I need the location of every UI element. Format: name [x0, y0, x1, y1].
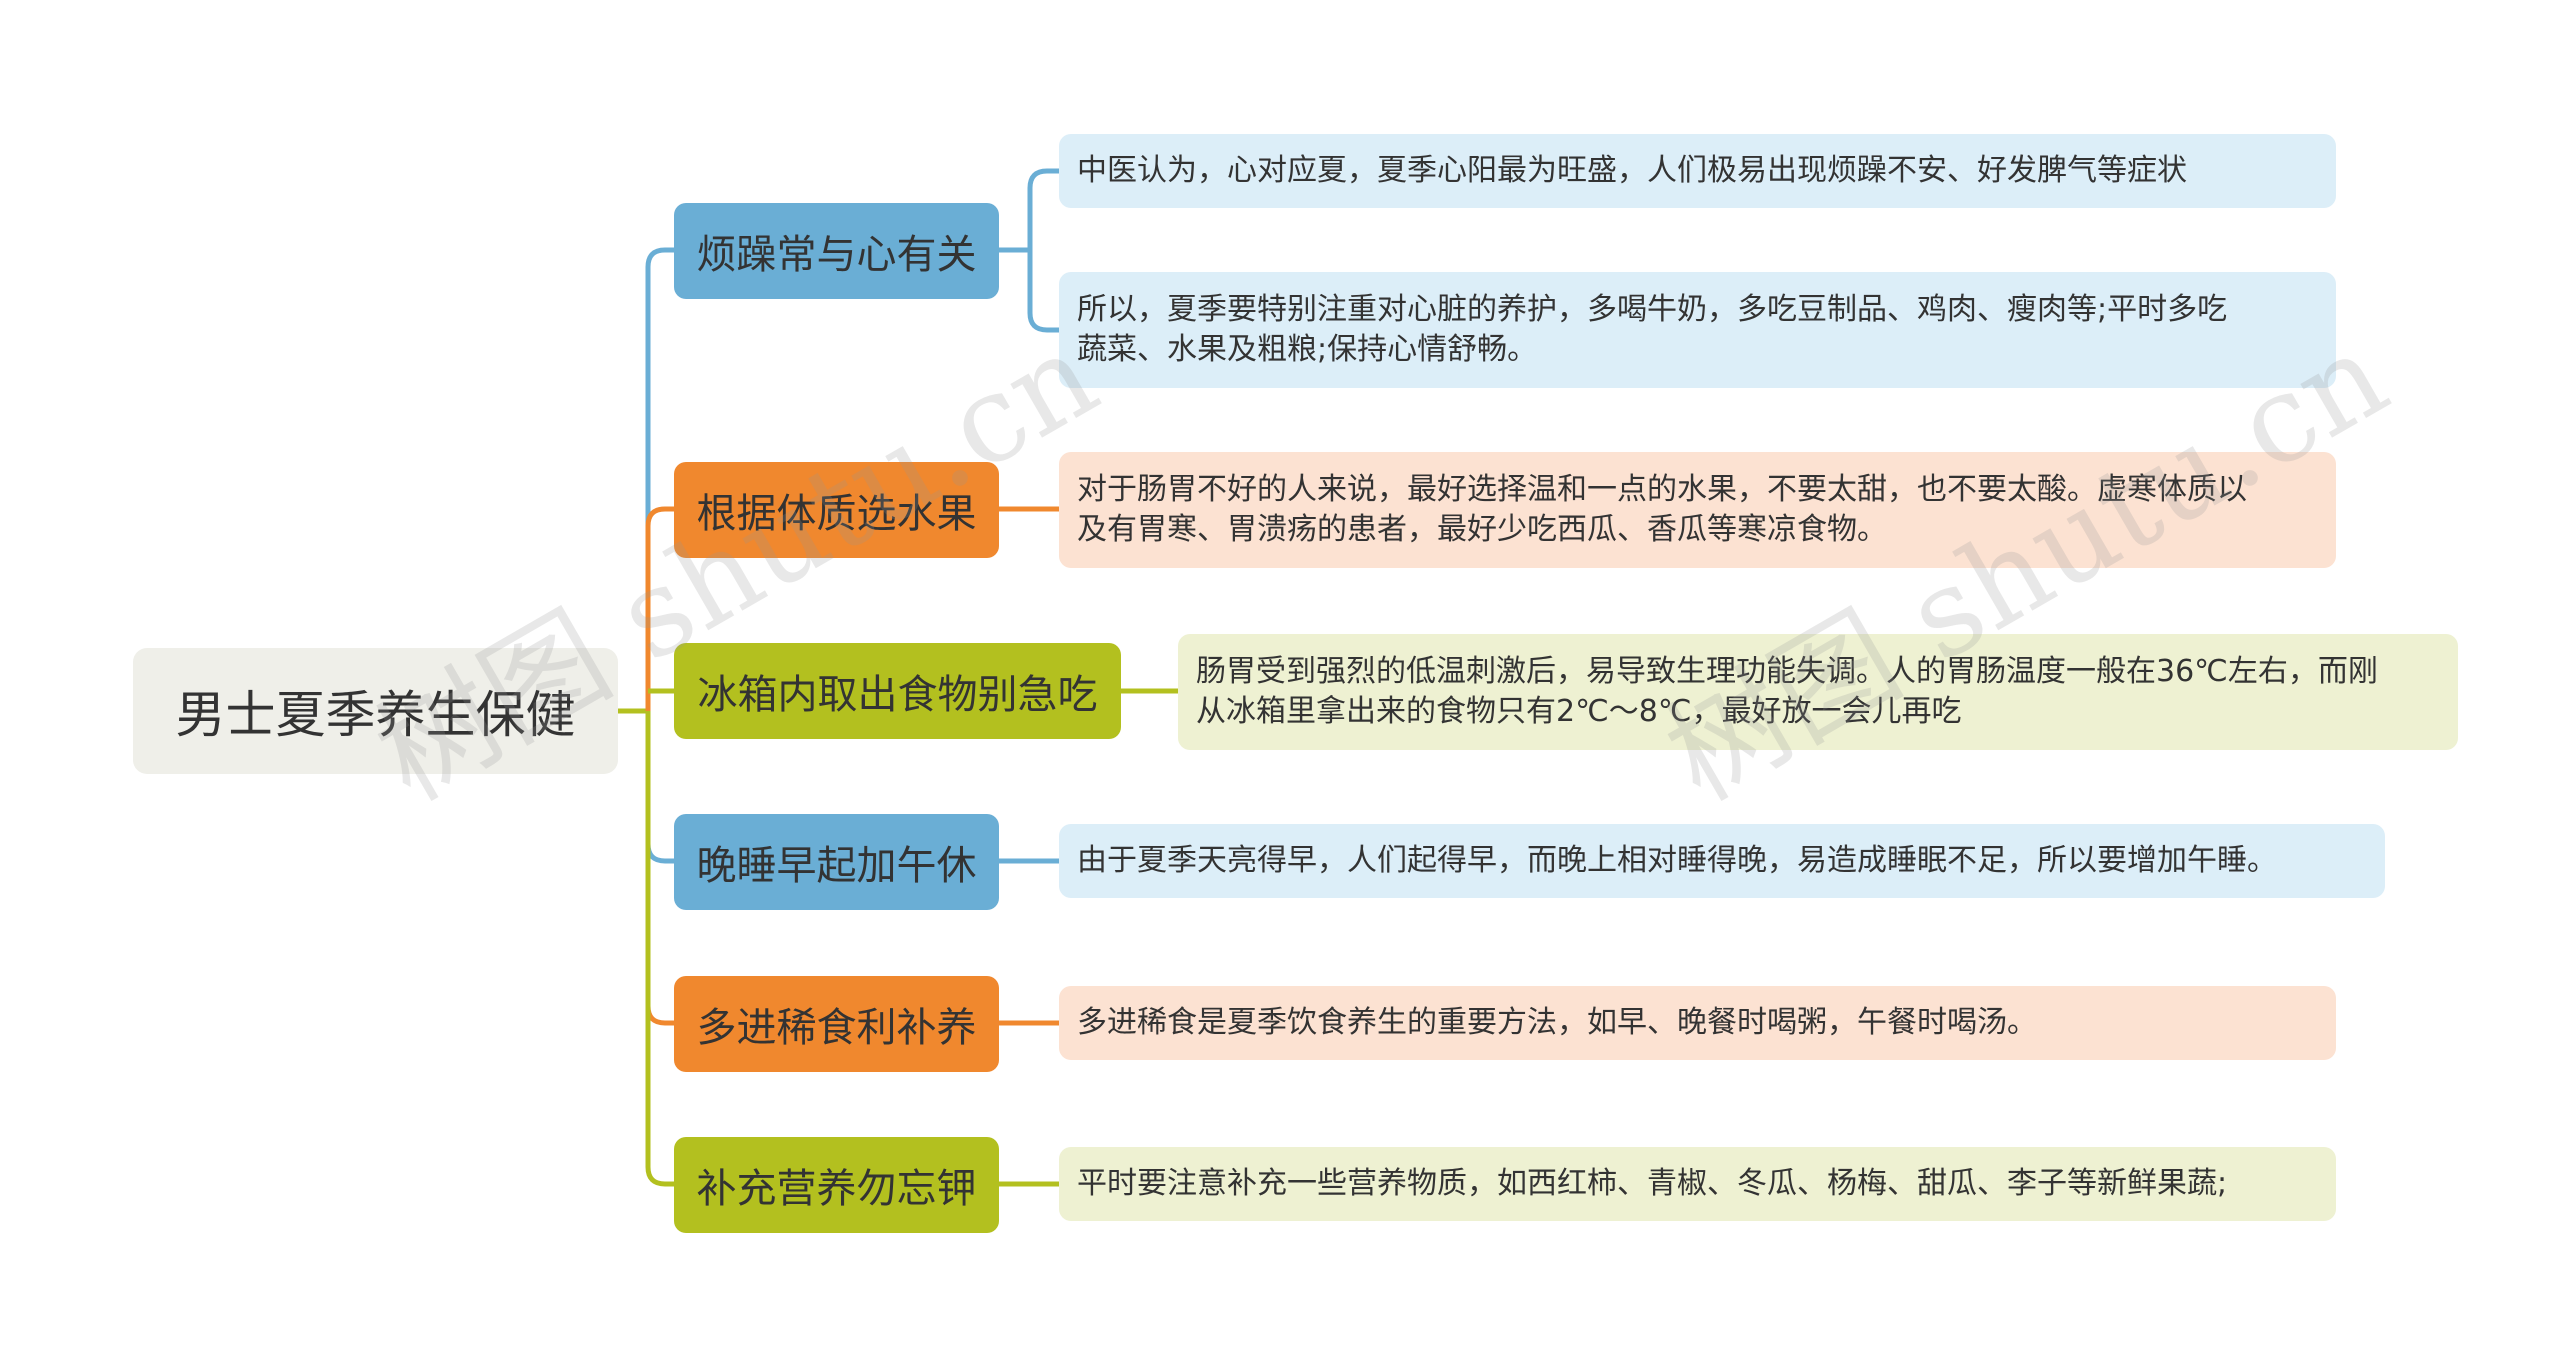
- connector-branch-1: [645, 247, 674, 711]
- leaf-node-1-2[interactable]: 所以，夏季要特别注重对心脏的养护，多喝牛奶，多吃豆制品、鸡肉、瘦肉等;平时多吃蔬…: [1059, 272, 2336, 388]
- leaf-node-6[interactable]: 平时要注意补充一些营养物质，如西红柿、青椒、冬瓜、杨梅、甜瓜、李子等新鲜果蔬;: [1059, 1147, 2336, 1221]
- branch-label: 晚睡早起加午休: [696, 843, 977, 889]
- leaf-text: 所以，夏季要特别注重对心脏的养护，多喝牛奶，多吃豆制品、鸡肉、瘦肉等;平时多吃蔬…: [1077, 290, 2227, 370]
- connector-branch-5: [645, 711, 674, 1026]
- branch-label: 烦躁常与心有关: [696, 232, 977, 278]
- leaf-text-line: 肠胃受到强烈的低温刺激后，易导致生理功能失调。人的胃肠温度一般在36℃左右，而刚: [1196, 654, 2378, 689]
- root-node[interactable]: 男士夏季养生保健: [133, 648, 618, 774]
- branch-label: 根据体质选水果: [696, 491, 977, 537]
- leaf-text: 由于夏季天亮得早，人们起得早，而晚上相对睡得晚，易造成睡眠不足，所以要增加午睡。: [1077, 843, 2277, 878]
- leaf-text: 中医认为，心对应夏，夏季心阳最为旺盛，人们极易出现烦躁不安、好发脾气等症状: [1077, 153, 2187, 188]
- branch-node-4[interactable]: 晚睡早起加午休: [674, 814, 999, 910]
- leaf-text: 对于肠胃不好的人来说，最好选择温和一点的水果，不要太甜，也不要太酸。虚寒体质以及…: [1077, 470, 2247, 550]
- leaf-text-line: 对于肠胃不好的人来说，最好选择温和一点的水果，不要太甜，也不要太酸。虚寒体质以: [1077, 472, 2247, 507]
- leaf-node-1-1[interactable]: 中医认为，心对应夏，夏季心阳最为旺盛，人们极易出现烦躁不安、好发脾气等症状: [1059, 134, 2336, 208]
- branch-node-5[interactable]: 多进稀食利补养: [674, 976, 999, 1072]
- leaf-text: 肠胃受到强烈的低温刺激后，易导致生理功能失调。人的胃肠温度一般在36℃左右，而刚…: [1196, 652, 2378, 732]
- leaf-text-line: 蔬菜、水果及粗粮;保持心情舒畅。: [1077, 332, 1538, 367]
- connector-branch-6: [645, 711, 674, 1187]
- branch-node-1[interactable]: 烦躁常与心有关: [674, 203, 999, 299]
- leaf-text-line: 及有胃寒、胃溃疡的患者，最好少吃西瓜、香瓜等寒凉食物。: [1077, 512, 1887, 547]
- connector-branch-2: [645, 506, 674, 711]
- leaf-text: 平时要注意补充一些营养物质，如西红柿、青椒、冬瓜、杨梅、甜瓜、李子等新鲜果蔬;: [1077, 1166, 2228, 1201]
- connector-leaf-1-2: [1027, 250, 1059, 333]
- leaf-node-3[interactable]: 肠胃受到强烈的低温刺激后，易导致生理功能失调。人的胃肠温度一般在36℃左右，而刚…: [1178, 634, 2458, 750]
- connector-branch-4: [645, 711, 674, 864]
- leaf-text-line: 所以，夏季要特别注重对心脏的养护，多喝牛奶，多吃豆制品、鸡肉、瘦肉等;平时多吃: [1077, 292, 2228, 327]
- root-title: 男士夏季养生保健: [175, 686, 576, 744]
- branch-label: 多进稀食利补养: [696, 1005, 977, 1051]
- branch-node-6[interactable]: 补充营养勿忘钾: [674, 1137, 999, 1233]
- leaf-text: 多进稀食是夏季饮食养生的重要方法，如早、晚餐时喝粥，午餐时喝汤。: [1077, 1005, 2037, 1040]
- branch-node-2[interactable]: 根据体质选水果: [674, 462, 999, 558]
- connector-leaf-1-1: [999, 168, 1059, 253]
- branch-label: 冰箱内取出食物别急吃: [697, 672, 1098, 718]
- leaf-node-2[interactable]: 对于肠胃不好的人来说，最好选择温和一点的水果，不要太甜，也不要太酸。虚寒体质以及…: [1059, 452, 2336, 568]
- branch-label: 补充营养勿忘钾: [696, 1166, 977, 1212]
- branch-node-3[interactable]: 冰箱内取出食物别急吃: [674, 643, 1121, 739]
- leaf-node-5[interactable]: 多进稀食是夏季饮食养生的重要方法，如早、晚餐时喝粥，午餐时喝汤。: [1059, 986, 2336, 1060]
- leaf-node-4[interactable]: 由于夏季天亮得早，人们起得早，而晚上相对睡得晚，易造成睡眠不足，所以要增加午睡。: [1059, 824, 2385, 898]
- leaf-text-line: 从冰箱里拿出来的食物只有2℃～8℃，最好放一会儿再吃: [1196, 694, 1962, 729]
